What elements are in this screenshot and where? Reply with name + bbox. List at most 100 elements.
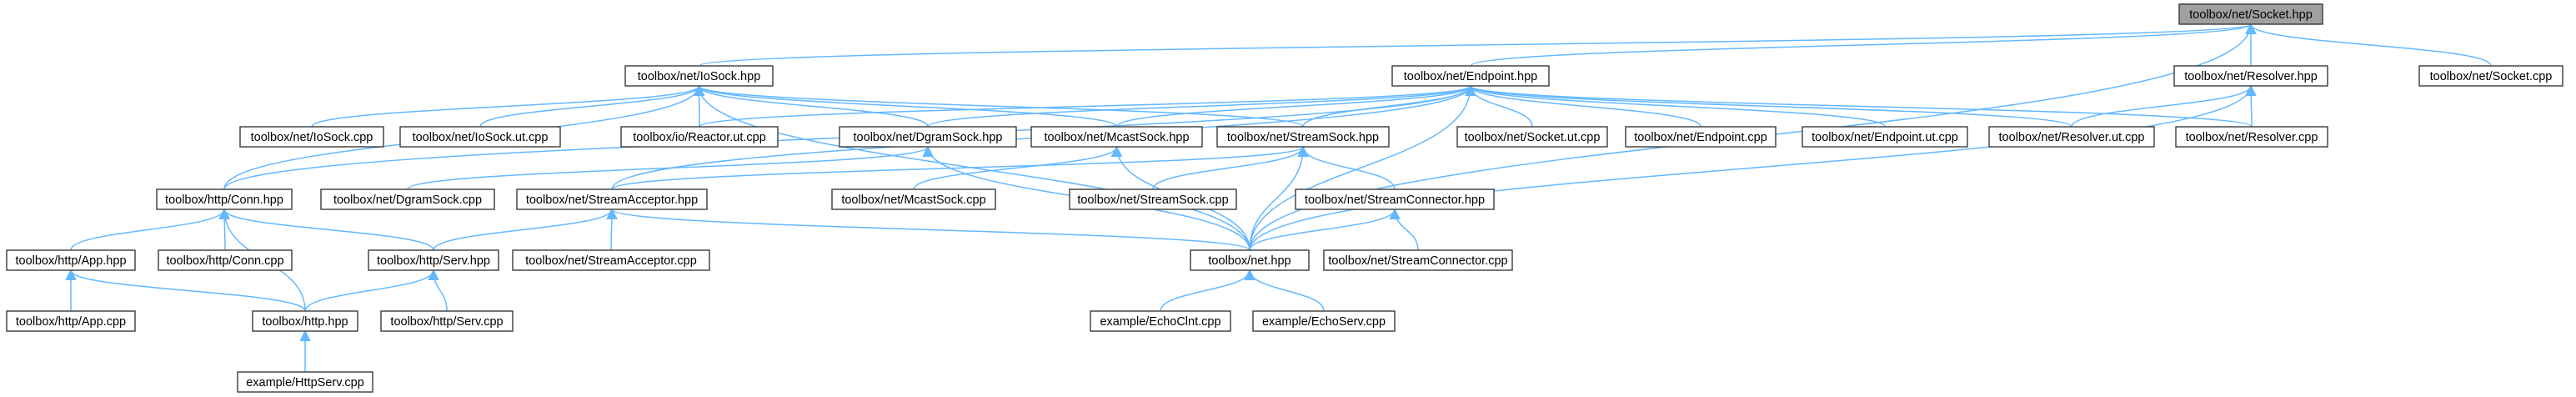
node-iosock-ut[interactable]: toolbox/net/IoSock.ut.cpp <box>399 126 561 148</box>
node-box <box>399 126 561 148</box>
node-conn-cpp[interactable]: toolbox/http/Conn.cpp <box>158 249 293 271</box>
node-box <box>2175 126 2328 148</box>
node-box <box>158 249 293 271</box>
node-echoclnt[interactable]: example/EchoClnt.cpp <box>1090 310 1231 332</box>
node-streamsock-cpp[interactable]: toolbox/net/StreamSock.cpp <box>1069 188 1237 210</box>
edge-echoserv-to-net-hpp <box>1244 269 1325 312</box>
node-box <box>831 188 996 210</box>
node-mcastsock-cpp[interactable]: toolbox/net/McastSock.cpp <box>831 188 996 210</box>
node-resolver-cpp[interactable]: toolbox/net/Resolver.cpp <box>2175 126 2328 148</box>
node-box <box>1625 126 1777 148</box>
node-box <box>2178 3 2323 25</box>
edge-streamacceptor-cpp-to-streamacceptor-hpp <box>606 208 618 251</box>
node-label: toolbox/net/DgramSock.cpp <box>333 193 482 207</box>
node-box <box>624 65 774 87</box>
node-label: toolbox/net/StreamSock.hpp <box>1227 131 1379 144</box>
node-dgramsock-cpp[interactable]: toolbox/net/DgramSock.cpp <box>320 188 495 210</box>
edge-mcastsock-hpp-to-iosock-hpp <box>693 84 1118 128</box>
node-label: toolbox/net/Endpoint.ut.cpp <box>1812 131 1958 144</box>
node-label: toolbox/net/McastSock.hpp <box>1044 131 1189 144</box>
node-socket-cpp[interactable]: toolbox/net/Socket.cpp <box>2418 65 2563 87</box>
node-label: example/EchoServ.cpp <box>1262 315 1386 329</box>
node-streamacceptor-hpp[interactable]: toolbox/net/StreamAcceptor.hpp <box>516 188 708 210</box>
edge-resolver-ut-to-resolver-hpp <box>2071 84 2257 128</box>
node-label: toolbox/net/StreamAcceptor.hpp <box>526 193 698 207</box>
node-box <box>1252 310 1396 332</box>
node-box <box>839 126 1017 148</box>
node-label: toolbox/http/App.cpp <box>16 315 126 329</box>
node-box <box>620 126 779 148</box>
node-label: toolbox/net/Socket.cpp <box>2430 70 2553 83</box>
node-endpoint-hpp[interactable]: toolbox/net/Endpoint.hpp <box>1391 65 1550 87</box>
edge-endpoint-ut-to-endpoint-hpp <box>1465 84 1886 128</box>
node-box <box>2173 65 2328 87</box>
node-label: example/EchoClnt.cpp <box>1100 315 1220 329</box>
node-label: toolbox/net/IoSock.ut.cpp <box>413 131 549 144</box>
edge-iosock-ut-to-iosock-hpp <box>479 84 705 128</box>
edge-serv-hpp-to-conn-hpp <box>218 208 434 251</box>
edge-net-hpp-to-streamconnector-hpp <box>1249 208 1401 251</box>
node-streamconnector-cpp[interactable]: toolbox/net/StreamConnector.cpp <box>1323 249 1513 271</box>
node-box <box>1190 249 1310 271</box>
node-iosock-hpp[interactable]: toolbox/net/IoSock.hpp <box>624 65 774 87</box>
edge-serv-hpp-to-streamacceptor-hpp <box>433 208 618 251</box>
node-resolver-ut[interactable]: toolbox/net/Resolver.ut.cpp <box>1988 126 2155 148</box>
node-socket-hpp[interactable]: toolbox/net/Socket.hpp <box>2178 3 2323 25</box>
node-streamacceptor-cpp[interactable]: toolbox/net/StreamAcceptor.cpp <box>512 249 710 271</box>
node-box <box>1090 310 1231 332</box>
node-label: toolbox/net/StreamConnector.cpp <box>1328 254 1507 268</box>
node-label: toolbox/net/IoSock.hpp <box>638 70 761 83</box>
edge-streamacceptor-hpp-to-streamsock-hpp <box>611 145 1309 190</box>
node-mcastsock-hpp[interactable]: toolbox/net/McastSock.hpp <box>1030 126 1203 148</box>
node-dgramsock-hpp[interactable]: toolbox/net/DgramSock.hpp <box>839 126 1017 148</box>
node-label: toolbox/net/DgramSock.hpp <box>854 131 1003 144</box>
node-box <box>1323 249 1513 271</box>
node-box <box>239 126 384 148</box>
node-label: toolbox/net/Endpoint.cpp <box>1634 131 1767 144</box>
node-endpoint-ut[interactable]: toolbox/net/Endpoint.ut.cpp <box>1802 126 1968 148</box>
node-box <box>380 310 514 332</box>
node-echoserv[interactable]: example/EchoServ.cpp <box>1252 310 1396 332</box>
edge-dgramsock-hpp-to-iosock-hpp <box>693 84 929 128</box>
edge-reactor-ut-to-iosock-hpp <box>693 84 705 128</box>
node-box <box>252 310 358 332</box>
node-reactor-ut[interactable]: toolbox/io/Reactor.ut.cpp <box>620 126 779 148</box>
node-label: toolbox/net/Socket.hpp <box>2189 8 2313 22</box>
edge-iosock-hpp-to-socket-hpp <box>698 23 2256 67</box>
edge-streamsock-hpp-to-iosock-hpp <box>694 84 1304 128</box>
node-net-hpp[interactable]: toolbox/net.hpp <box>1190 249 1310 271</box>
node-box <box>1069 188 1237 210</box>
node-app-cpp[interactable]: toolbox/http/App.cpp <box>6 310 136 332</box>
edge-dgramsock-cpp-to-dgramsock-hpp <box>407 145 934 190</box>
node-serv-cpp[interactable]: toolbox/http/Serv.cpp <box>380 310 514 332</box>
node-socket-ut[interactable]: toolbox/net/Socket.ut.cpp <box>1456 126 1608 148</box>
edge-echoclnt-to-net-hpp <box>1160 269 1255 312</box>
node-iosock-cpp[interactable]: toolbox/net/IoSock.cpp <box>239 126 384 148</box>
edge-http-hpp-to-serv-hpp <box>304 269 439 312</box>
edge-net-hpp-to-streamsock-hpp <box>1249 145 1309 251</box>
node-http-hpp[interactable]: toolbox/http.hpp <box>252 310 358 332</box>
node-box <box>2418 65 2563 87</box>
node-serv-hpp[interactable]: toolbox/http/Serv.hpp <box>368 249 499 271</box>
node-label: toolbox/net/StreamAcceptor.cpp <box>525 254 697 268</box>
node-app-hpp[interactable]: toolbox/http/App.hpp <box>6 249 136 271</box>
node-box <box>156 188 293 210</box>
node-endpoint-cpp[interactable]: toolbox/net/Endpoint.cpp <box>1625 126 1777 148</box>
node-label: example/HttpServ.cpp <box>246 376 364 389</box>
node-streamconnector-hpp[interactable]: toolbox/net/StreamConnector.hpp <box>1295 188 1495 210</box>
edge-dgramsock-hpp-to-endpoint-hpp <box>927 84 1476 128</box>
edge-app-hpp-to-conn-hpp <box>70 208 230 251</box>
node-label: toolbox/http/Serv.cpp <box>390 315 503 329</box>
node-label: toolbox/net/McastSock.cpp <box>841 193 985 207</box>
node-box <box>1295 188 1495 210</box>
node-label: toolbox/net/Resolver.cpp <box>2186 131 2318 144</box>
node-streamsock-hpp[interactable]: toolbox/net/StreamSock.hpp <box>1216 126 1390 148</box>
node-label: toolbox/net/Socket.ut.cpp <box>1465 131 1601 144</box>
node-httpserv[interactable]: example/HttpServ.cpp <box>237 371 373 393</box>
edge-socket-cpp-to-socket-hpp <box>2245 23 2492 67</box>
edge-layer <box>65 23 2492 372</box>
node-conn-hpp[interactable]: toolbox/http/Conn.hpp <box>156 188 293 210</box>
node-resolver-hpp[interactable]: toolbox/net/Resolver.hpp <box>2173 65 2328 87</box>
node-box <box>1216 126 1390 148</box>
